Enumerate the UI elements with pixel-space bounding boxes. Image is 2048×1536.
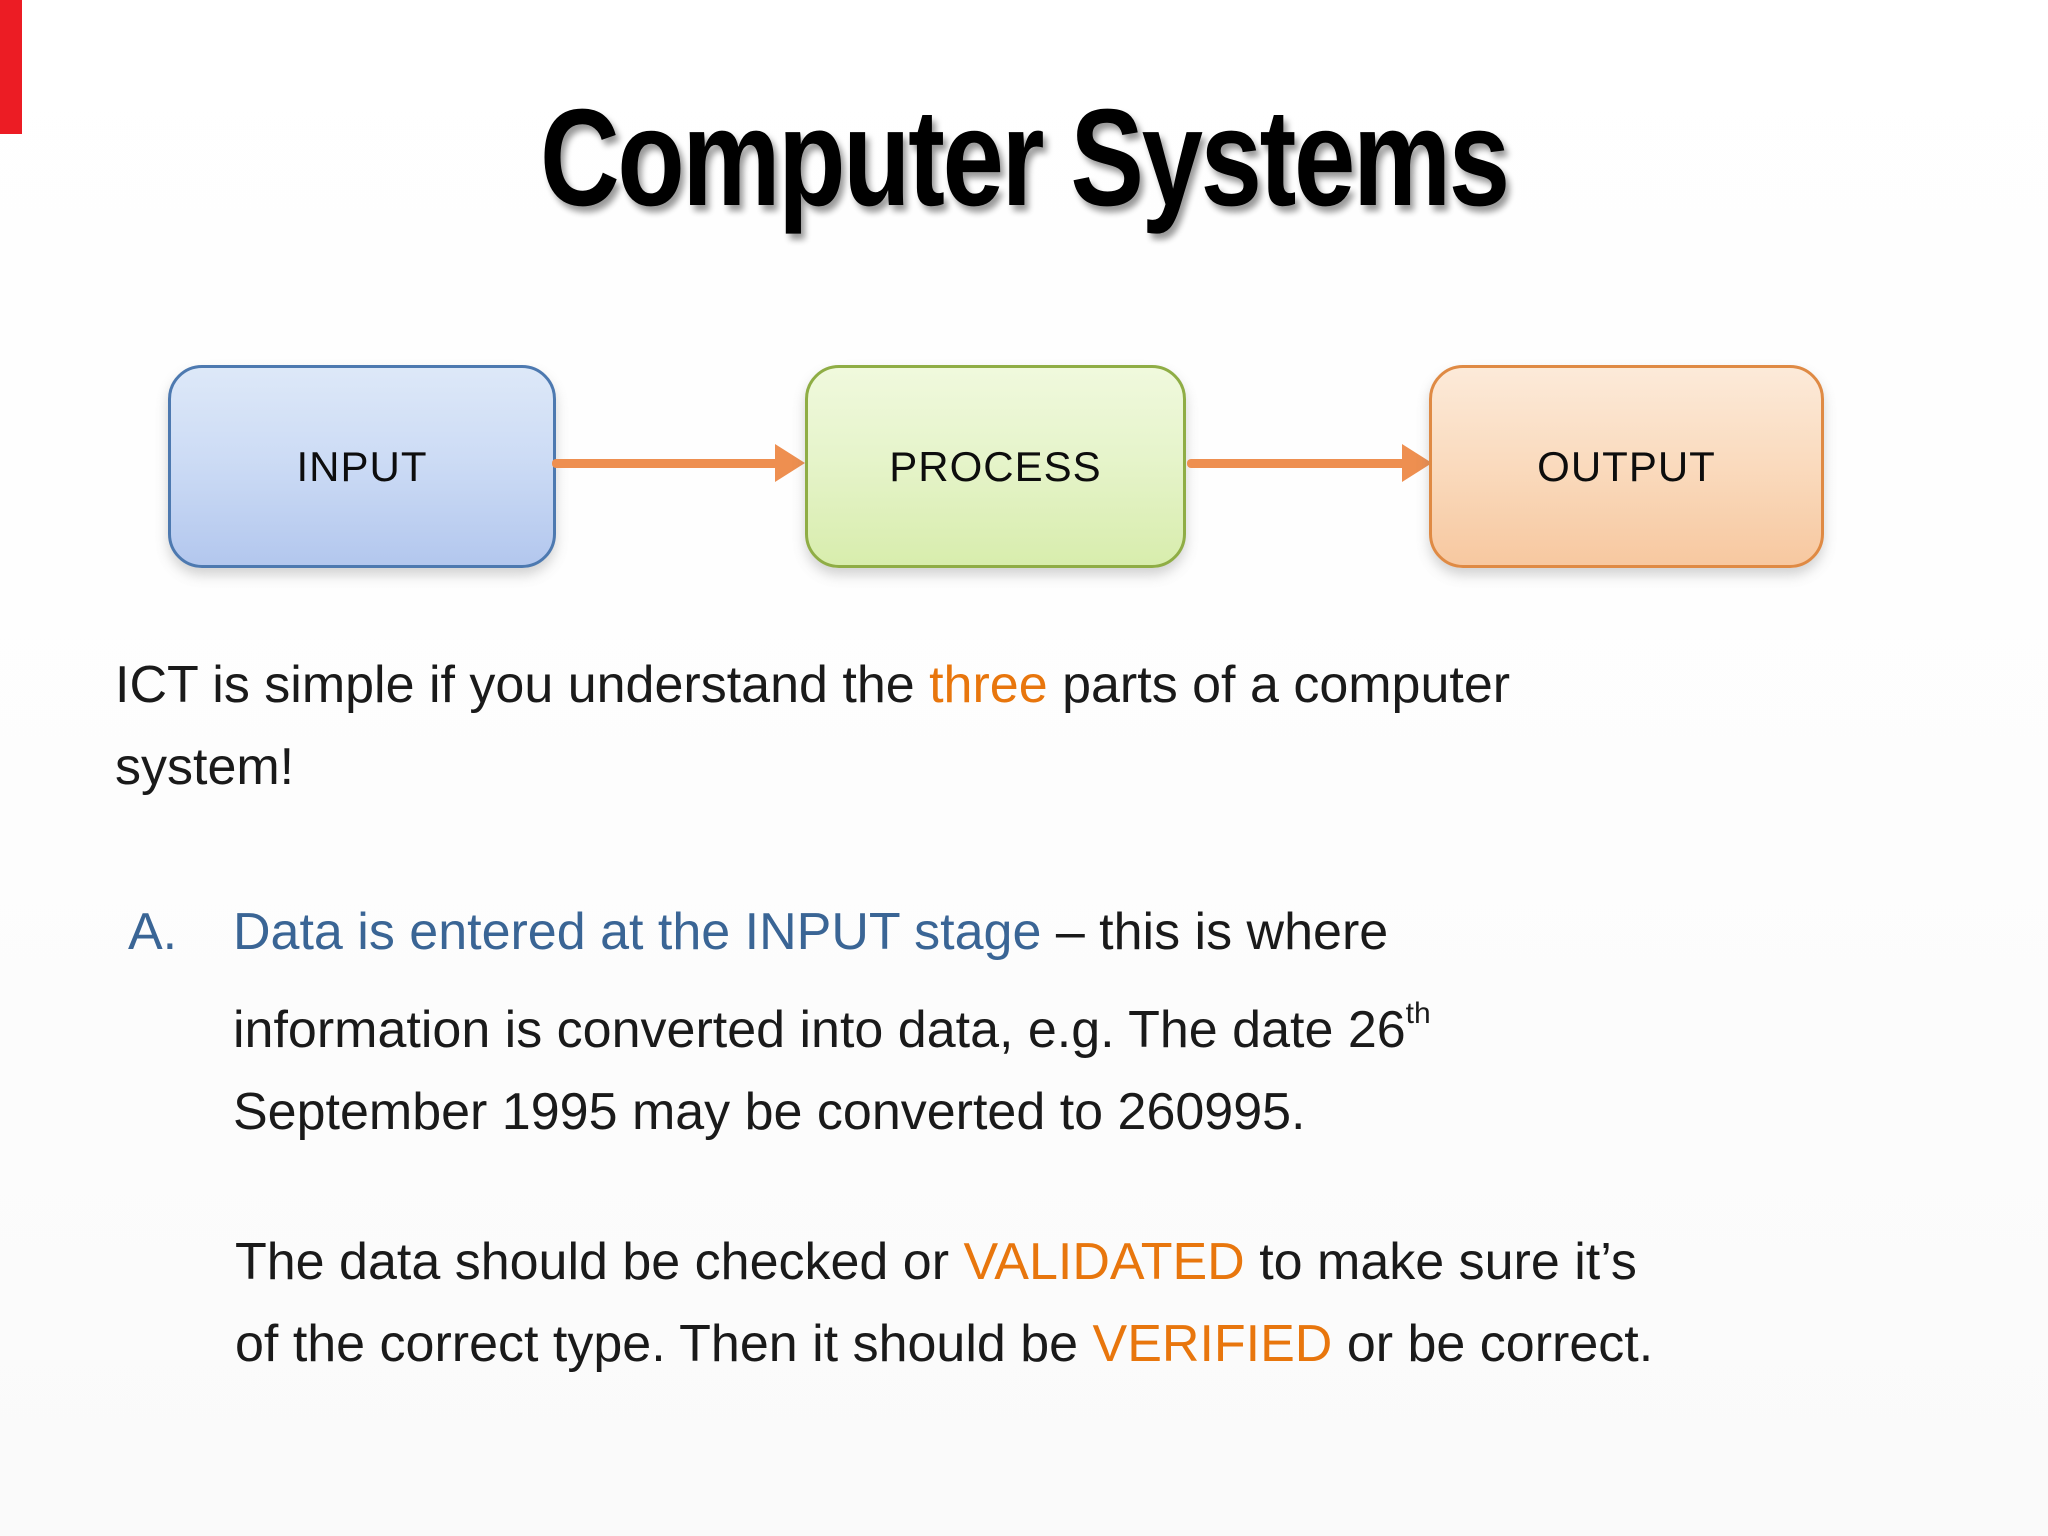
text-segment: to make sure it’s [1244, 1233, 1637, 1291]
text-segment: September 1995 may be converted to 26099… [233, 1083, 1306, 1141]
item-a-line-3: September 1995 may be converted to 26099… [233, 1071, 1431, 1153]
text-segment: The data should be checked or [235, 1233, 964, 1291]
bookmark-ribbon-icon [0, 0, 22, 134]
validation-line-1: The data should be checked or VALIDATED … [235, 1221, 1653, 1303]
arrow-shaft [1187, 459, 1407, 468]
intro-line-1: ICT is simple if you understand the thre… [115, 644, 1510, 726]
output-node: OUTPUT [1429, 365, 1824, 568]
process-node-label: PROCESS [889, 442, 1102, 490]
page-title: Computer Systems [0, 78, 2048, 238]
text-segment: parts of a computer [1047, 656, 1511, 714]
validation-paragraph: The data should be checked or VALIDATED … [235, 1221, 1653, 1385]
item-a-paragraph: Data is entered at the INPUT stage – thi… [233, 891, 1431, 1153]
item-a-line-2: information is converted into data, e.g.… [233, 973, 1431, 1071]
text-segment: of the correct type. Then it should be [235, 1315, 1093, 1373]
intro-paragraph: ICT is simple if you understand the thre… [115, 644, 1510, 808]
text-segment: system! [115, 738, 295, 796]
highlight-validated: VALIDATED [963, 1233, 1245, 1291]
ordinal-superscript: th [1405, 997, 1431, 1030]
text-segment: information is converted into data, e.g.… [233, 1001, 1406, 1059]
validation-line-2: of the correct type. Then it should be V… [235, 1303, 1653, 1385]
arrow-shaft [552, 459, 780, 468]
output-node-label: OUTPUT [1537, 442, 1716, 490]
text-segment: ICT is simple if you understand the [115, 656, 930, 714]
text-segment: – this is where [1055, 903, 1389, 961]
arrow-input-to-process [552, 444, 805, 482]
text-segment: or be correct. [1332, 1315, 1654, 1373]
arrow-process-to-output [1187, 444, 1432, 482]
list-marker-a: A. [128, 903, 178, 961]
page-title-text: Computer Systems [540, 81, 1510, 235]
arrow-head-icon [775, 444, 805, 482]
arrow-head-icon [1402, 444, 1432, 482]
highlight-input-stage: Data is entered at the INPUT stage [233, 903, 1056, 961]
input-node: INPUT [168, 365, 556, 568]
item-a-line-1: Data is entered at the INPUT stage – thi… [233, 891, 1431, 973]
highlight-three: three [929, 656, 1048, 714]
process-node: PROCESS [805, 365, 1186, 568]
intro-line-2: system! [115, 726, 1510, 808]
highlight-verified: VERIFIED [1092, 1315, 1333, 1373]
input-node-label: INPUT [296, 442, 428, 490]
